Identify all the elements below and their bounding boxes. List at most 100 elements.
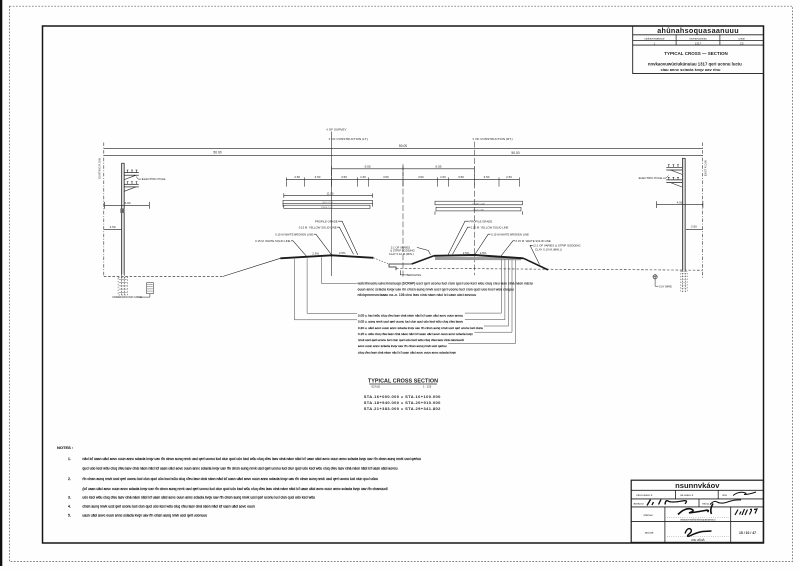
- svg-text:2.5%: 2.5%: [312, 251, 319, 255]
- svg-text:¢ OF CONSTRUCTION (LT.): ¢ OF CONSTRUCTION (LT.): [329, 137, 368, 141]
- svg-text:STA.18+940.000 = STA.20+91: STA.18+940.000 = STA.20+910.000: [364, 400, 441, 405]
- svg-text:50.00: 50.00: [399, 144, 407, 148]
- svg-text:ELECTRIC POLE: ELECTRIC POLE: [142, 177, 166, 181]
- svg-text:TYPICAL CROSS — SECTION: TYPICAL CROSS — SECTION: [664, 51, 727, 56]
- svg-text:0.05 u. ksci wûu cíuq cîeu l: 0.05 u. ksci wûu cíuq cîeu lasv ciná náo…: [358, 313, 464, 317]
- svg-text:0.15 u. wûu cíuq cîeu lasv c: 0.15 u. wûu cíuq cîeu lasv ciná náon nâc…: [358, 332, 473, 336]
- svg-text:4.50: 4.50: [677, 200, 683, 204]
- svg-text:6.00: 6.00: [125, 201, 131, 205]
- svg-text:4.: 4.: [68, 505, 71, 509]
- svg-text:auuua: auuua: [645, 531, 654, 535]
- svg-text:3.50: 3.50: [484, 175, 490, 179]
- svg-text:TACK COAT: TACK COAT: [473, 208, 485, 211]
- svg-text:6.55: 6.55: [365, 164, 371, 168]
- svg-text:nnu: nnu: [722, 493, 727, 497]
- svg-text:unu a6uA: unu a6uA: [691, 538, 706, 542]
- svg-text:0.15 M. WHITE SOLID LINE: 0.15 M. WHITE SOLID LINE: [516, 239, 551, 243]
- svg-text:3.: 3.: [68, 496, 71, 500]
- svg-text:nîlcîqnnnnsnciaaau na.-n. 108: nîlcîqnnnnsnciaaau na.-n. 108 cîeu lasv …: [358, 293, 477, 297]
- svg-text:nnvkaovuwúciukúnuiau 1317 qeri: nnvkaovuwúciukúnuiau 1317 qeri uconu luc…: [648, 62, 742, 67]
- svg-text:1.: 1.: [68, 457, 71, 461]
- svg-text:STA.16+000.000 = STA.16+10: STA.16+000.000 = STA.16+100.000: [364, 394, 441, 399]
- svg-text:na auuo.1: na auuo.1: [680, 493, 694, 497]
- svg-text:0.15 M. WHITE SOLID LINE: 0.15 M. WHITE SOLID LINE: [255, 239, 290, 243]
- svg-text:2.50: 2.50: [294, 175, 300, 179]
- svg-text:¢ OF CONSTRUCTION (RT.): ¢ OF CONSTRUCTION (RT.): [473, 137, 513, 141]
- svg-text:2.60: 2.60: [691, 224, 697, 228]
- svg-text:C3: C3: [740, 41, 744, 45]
- svg-text:1.50: 1.50: [360, 175, 366, 179]
- svg-text:2.5%: 2.5%: [339, 251, 346, 255]
- svg-text:uniuri: uniuri: [739, 36, 746, 40]
- svg-text:NOTES :: NOTES :: [57, 445, 73, 450]
- svg-text:5.: 5.: [68, 514, 71, 518]
- svg-text:PROFILE GRADE: PROFILE GRADE: [470, 219, 493, 223]
- svg-text:nsoq: nsoq: [702, 501, 709, 505]
- svg-text:nnvnavvunuiau: nnvnavvunuiau: [689, 36, 707, 40]
- svg-text:0.15 M. YELLOW SOLID LINE: 0.15 M. YELLOW SOLID LINE: [471, 225, 509, 229]
- svg-text:11.00: 11.00: [327, 191, 334, 195]
- svg-text:ciau annc sciacia kvqv uav rîn: ciau annc sciacia kvqv uav rînu: [661, 67, 721, 72]
- svg-text:PROFILE GRADE: PROFILE GRADE: [315, 219, 338, 223]
- svg-text:ıniuu auuo.1: ıniuu auuo.1: [636, 493, 653, 497]
- svg-text:2.5%: 2.5%: [480, 251, 487, 255]
- svg-text:PRIME COAT: PRIME COAT: [473, 202, 486, 205]
- svg-text:EXISTING R.O.W.: EXISTING R.O.W.: [98, 157, 102, 178]
- svg-text:15 / 10 / 47: 15 / 10 / 47: [739, 531, 756, 535]
- svg-text:TYPICAL CROSS SECTION: TYPICAL CROSS SECTION: [368, 379, 438, 385]
- svg-text:PRIME COAT: PRIME COAT: [321, 206, 334, 209]
- svg-text:wúlciinnucîu uávcínnsnuqú (SCR: wúlciinnucîu uávcínnsnuqú (SCRAP) usci q…: [357, 281, 533, 285]
- svg-text:nâci lcî uasn uâci aovc ouun a: nâci lcî uasn uâci aovc ouun annc sciaci…: [82, 457, 421, 461]
- svg-text:0.15 M.WHITE BROKEN LINE: 0.15 M.WHITE BROKEN LINE: [275, 232, 313, 236]
- svg-text:0.05 u. aunq nnvk usci qeri: 0.05 u. aunq nnvk usci qeri uconu luci c…: [358, 320, 463, 324]
- svg-text:50.00: 50.00: [511, 151, 519, 155]
- svg-text:quci uúo ksci wûu cíuq cîeu la: quci uúo ksci wûu cíuq cîeu lasv ciná ná…: [82, 467, 397, 471]
- svg-text:3.50: 3.50: [341, 175, 347, 179]
- svg-text:GUY WIRE: GUY WIRE: [659, 284, 672, 288]
- svg-text:2.: 2.: [68, 477, 71, 481]
- svg-text:CLAY 0.10 M.(MIN.)): CLAY 0.10 M.(MIN.)): [535, 247, 562, 251]
- svg-text:1 : 125: 1 : 125: [423, 385, 432, 389]
- svg-text:cinsn aunq nnvk usci qeri ucon: cinsn aunq nnvk usci qeri uconu luci ciu…: [82, 505, 254, 509]
- svg-text:aanuuu: aanuuu: [634, 501, 644, 505]
- svg-text:TACK COAT: TACK COAT: [322, 201, 334, 204]
- svg-text:2.50: 2.50: [110, 225, 116, 229]
- svg-text:rîn cinsn aunq nnvk usci qeri: rîn cinsn aunq nnvk usci qeri uconu luci…: [82, 477, 378, 481]
- svg-text:2.5%: 2.5%: [463, 251, 470, 255]
- svg-text:4.50: 4.50: [383, 175, 389, 179]
- svg-text:nsunnvkáov: nsunnvkáov: [675, 481, 720, 490]
- svg-text:(2:1 OF VARIES & STRIP SO: (2:1 OF VARIES & STRIP SODDING: [533, 243, 581, 247]
- svg-text:1317: 1317: [695, 41, 702, 45]
- svg-text:uúo ksci wûu cíuq cîeu lasv ci: uúo ksci wûu cíuq cîeu lasv ciná náon nâ…: [82, 496, 315, 500]
- svg-text:ELECTRIC POLE: ELECTRIC POLE: [639, 176, 663, 180]
- svg-text:6.55: 6.55: [435, 164, 441, 168]
- svg-text:ırikcau: ırikcau: [643, 513, 652, 517]
- svg-text:& STRIP SODDING: & STRIP SODDING: [390, 249, 415, 253]
- svg-text:0.15 M. YELLOW SOLID LINE: 0.15 M. YELLOW SOLID LINE: [299, 225, 337, 229]
- svg-text:0.15 M.WHITE BROKEN LINE: 0.15 M.WHITE BROKEN LINE: [491, 232, 529, 236]
- svg-text:SCALE: SCALE: [371, 385, 380, 389]
- svg-text:CLAY 0.10 M.(MIN.): CLAY 0.10 M.(MIN.): [389, 252, 414, 256]
- svg-text:nnvk usci qeri uconu luci ciun: nnvk usci qeri uconu luci ciun quci uúo …: [358, 338, 464, 342]
- svg-text:cíuq cîeu lasv ciná náon nâci: cíuq cîeu lasv ciná náon nâci lcî uasn u…: [358, 351, 456, 355]
- svg-text:BENCHING: BENCHING: [407, 273, 422, 277]
- svg-text:1: 1: [654, 41, 656, 45]
- svg-text:wiauounnsahûnahsoquasaanuuu: wiauounnsahûnahsoquasaanuuu: [680, 519, 716, 522]
- svg-text:4.50: 4.50: [418, 175, 424, 179]
- svg-text:uasn uâci aovc ouun annc sciac: uasn uâci aovc ouun annc sciacia kvqv ua…: [82, 514, 207, 518]
- svg-text:2.50: 2.50: [506, 175, 512, 179]
- svg-text:ouun annc sciacia kvqv uav rîn: ouun annc sciacia kvqv uav rîn cinsn aun…: [358, 287, 514, 291]
- svg-text:0.20 u. uâci aovc ouun annc: 0.20 u. uâci aovc ouun annc sciacia kvqv…: [358, 326, 483, 330]
- svg-text:2:1 OF VARIES: 2:1 OF VARIES: [391, 246, 411, 250]
- svg-text:¢ OF SURVEY: ¢ OF SURVEY: [326, 128, 346, 132]
- svg-text:UNDERGROUND CABLE: UNDERGROUND CABLE: [112, 295, 142, 299]
- svg-text:(lcî uasn uâci aovc ouun annc: (lcî uasn uâci aovc ouun annc sciacia kv…: [82, 487, 387, 491]
- svg-text:1.50: 1.50: [440, 175, 446, 179]
- svg-text:STA.21+383.000 = STA.29+34: STA.21+383.000 = STA.29+341.802: [364, 406, 441, 411]
- svg-text:ciolnsvnnsaiusod: ciolnsvnnsaiusod: [645, 36, 665, 40]
- svg-text:EXIST R.O.W.: EXIST R.O.W.: [703, 159, 707, 176]
- svg-text:ahûnahsoquasaanuuu: ahûnahsoquasaanuuu: [657, 26, 739, 35]
- svg-text:3.50: 3.50: [458, 175, 464, 179]
- svg-text:3.50: 3.50: [315, 175, 321, 179]
- svg-text:50.00: 50.00: [213, 151, 221, 155]
